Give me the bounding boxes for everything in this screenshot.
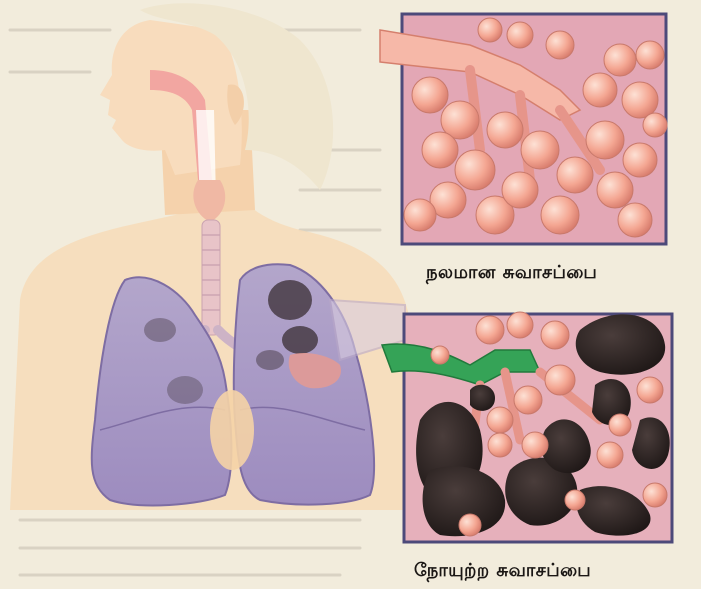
- healthy-lung-label: நலமான சுவாசப்பை: [426, 262, 597, 285]
- healthy-lung-inset: [380, 14, 667, 244]
- trachea: [202, 220, 220, 335]
- diseased-lung-label: நோயுற்ற சுவாசப்பை: [414, 560, 591, 583]
- diseased-lung-inset: [382, 312, 672, 542]
- heart-region: [210, 390, 254, 470]
- face: [100, 20, 242, 175]
